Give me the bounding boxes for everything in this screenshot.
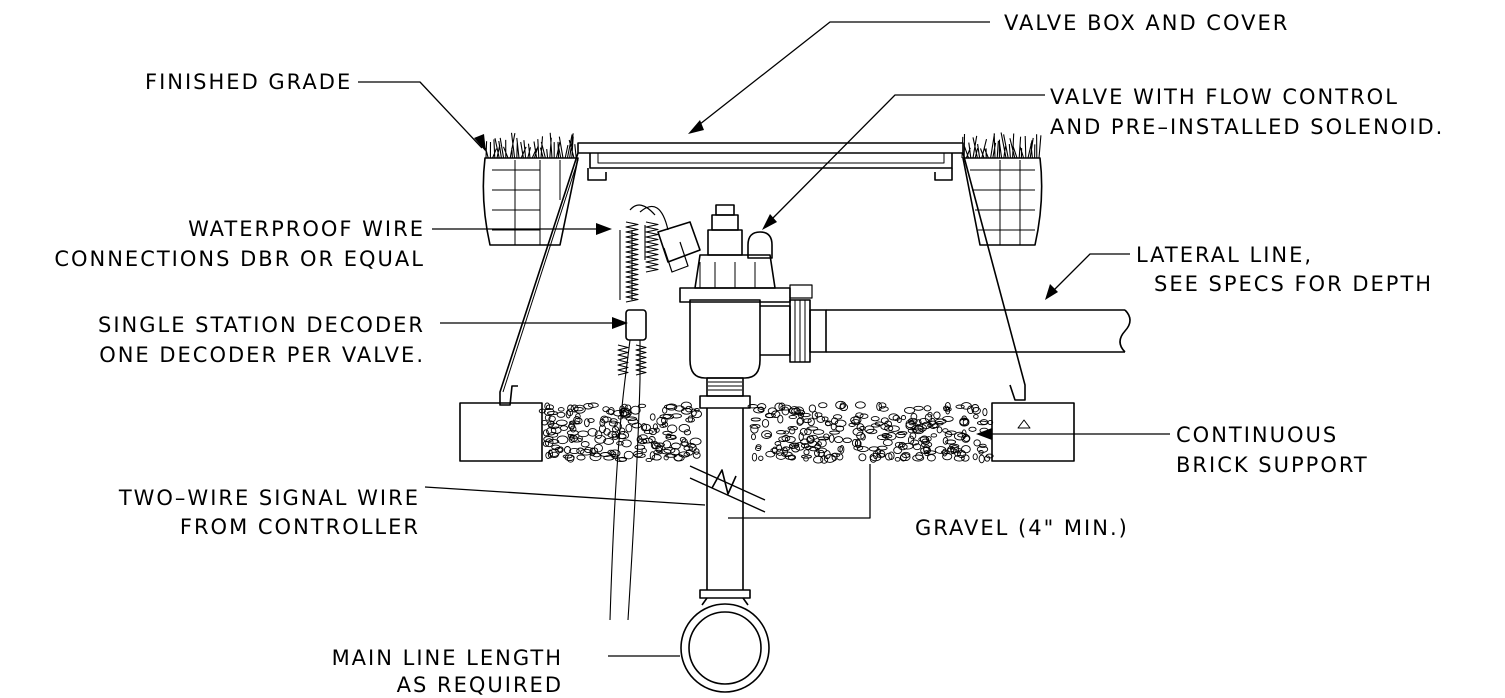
lateral-line-pipe xyxy=(826,309,1131,353)
valve-box-walls xyxy=(499,152,1026,406)
right-grass xyxy=(961,132,1042,159)
riser-pipe xyxy=(689,377,766,599)
left-soil-block xyxy=(482,157,579,246)
label-decoder-line2: ONE DECODER PER VALVE. xyxy=(99,343,425,367)
left-brick-support xyxy=(459,402,543,462)
label-wire-line2: CONNECTIONS DBR OR EQUAL xyxy=(54,247,425,271)
wire-connector-springs xyxy=(617,221,659,376)
label-main-line1: MAIN LINE LENGTH xyxy=(331,646,563,670)
label-lateral-line2: SEE SPECS FOR DEPTH xyxy=(1154,272,1434,296)
right-soil-block xyxy=(962,157,1043,246)
leader-lines xyxy=(358,21,1170,657)
label-gravel: GRAVEL (4" MIN.) xyxy=(915,516,1129,540)
label-valve-box: VALVE BOX AND COVER xyxy=(1004,11,1290,35)
label-twowire-line1: TWO–WIRE SIGNAL WIRE xyxy=(118,486,420,510)
label-decoder-line1: SINGLE STATION DECODER xyxy=(97,313,425,337)
label-lateral-line1: LATERAL LINE, xyxy=(1136,243,1314,267)
valve-body xyxy=(679,204,827,379)
main-line-pipe xyxy=(680,597,770,693)
gravel-bed xyxy=(538,400,994,464)
label-brick-line1: CONTINUOUS xyxy=(1176,423,1339,447)
label-main-line2: AS REQUIRED xyxy=(396,673,563,697)
right-brick-support xyxy=(991,402,1075,462)
label-finished-grade: FINISHED GRADE xyxy=(145,70,353,94)
solenoid-and-wires xyxy=(609,204,701,621)
label-brick-line2: BRICK SUPPORT xyxy=(1176,453,1369,477)
label-valve-line1: VALVE WITH FLOW CONTROL xyxy=(1050,85,1399,109)
left-grass xyxy=(485,132,577,159)
arrowheads xyxy=(474,120,1058,440)
label-twowire-line2: FROM CONTROLLER xyxy=(179,515,420,539)
valve-box-cover xyxy=(577,142,964,169)
label-valve-line2: AND PRE–INSTALLED SOLENOID. xyxy=(1050,115,1445,139)
label-wire-line1: WATERPROOF WIRE xyxy=(188,217,425,241)
